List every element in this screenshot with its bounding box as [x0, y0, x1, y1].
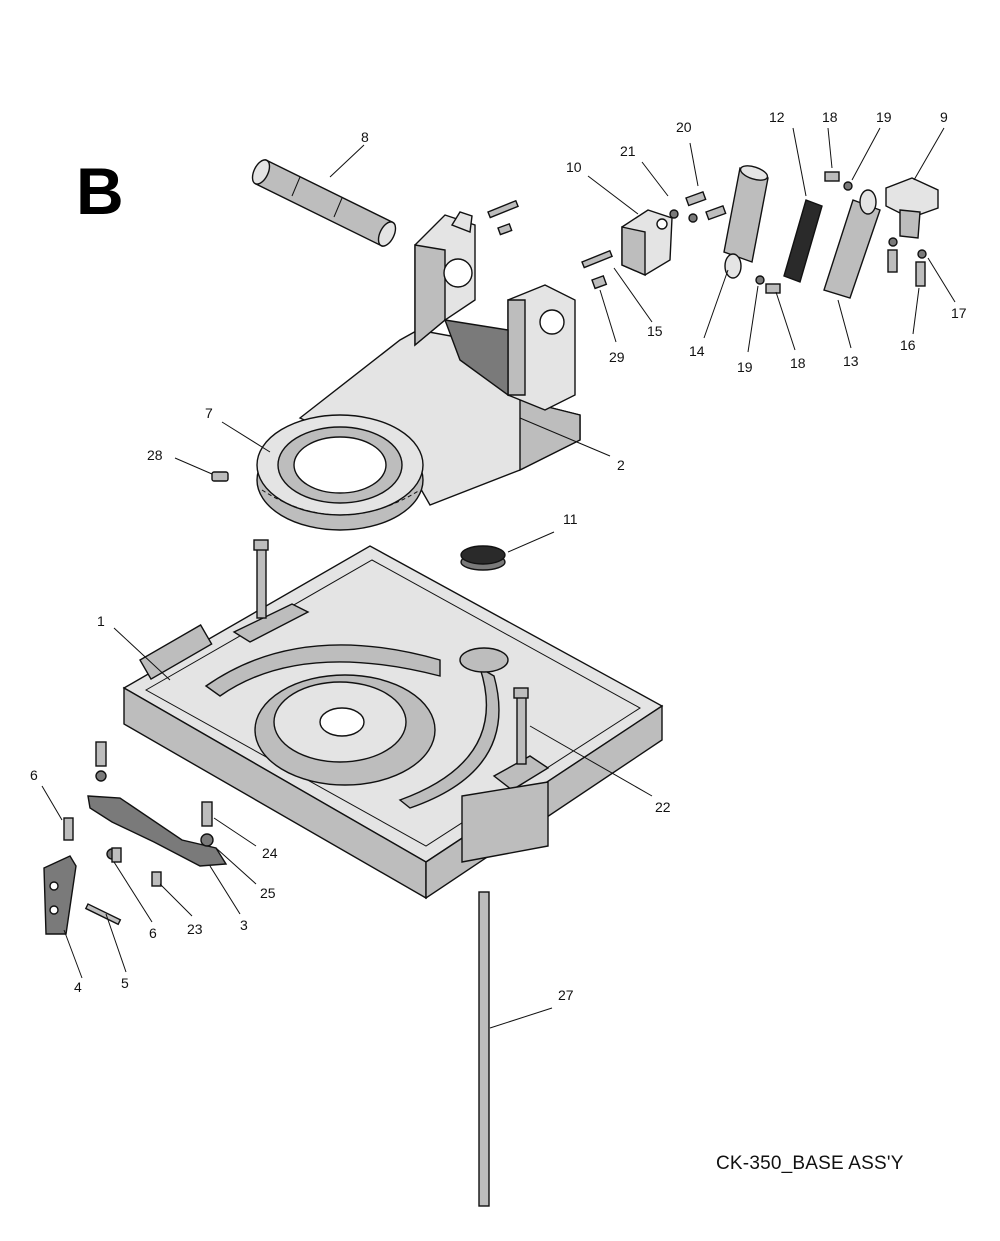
callout-10: 10: [566, 159, 582, 175]
callout-5: 5: [121, 975, 129, 991]
callout-27: 27: [558, 987, 574, 1003]
callout-1: 1: [97, 613, 105, 629]
part-4-stop-bracket: [43, 855, 77, 935]
part-1-base: [122, 545, 664, 900]
callout-24: 24: [262, 845, 278, 861]
part-20-bolts: [685, 190, 727, 221]
callout-12: 12: [769, 109, 785, 125]
part-28-set-screw: [211, 471, 229, 482]
callout-16: 16: [900, 337, 916, 353]
part-12-spring: [783, 199, 823, 283]
callout-23: 23: [187, 921, 203, 937]
callout-21: 21: [620, 143, 636, 159]
callout-19: 19: [876, 109, 892, 125]
part-14-spring-tube: [723, 165, 769, 279]
part-13-spring-tube: [823, 189, 881, 299]
callout-8: 8: [361, 129, 369, 145]
part-7-turntable-ring: [256, 414, 424, 531]
part-11-cap: [460, 545, 506, 571]
callout-14: 14: [689, 343, 705, 359]
part-5-pin: [84, 903, 122, 926]
callout-13: 13: [843, 353, 859, 369]
callout-6: 6: [149, 925, 157, 941]
part-21-washers: [669, 209, 698, 223]
part-top-bolt: [487, 199, 519, 236]
callout-11: 11: [563, 511, 578, 527]
part-3-stop-plate: [87, 795, 228, 867]
callout-7: 7: [205, 405, 213, 421]
part-18-19-fasteners: [755, 171, 853, 294]
callout-4: 4: [74, 979, 82, 995]
callout-numbers: 8 10 21 20 12 18 19 9 17 16 13 18 19 14 …: [30, 109, 967, 1003]
callout-9: 9: [940, 109, 948, 125]
part-10-clamp-block: [621, 209, 673, 277]
part-2-arm-bracket: [298, 211, 581, 506]
leader-lines: [41, 127, 956, 1029]
callout-19: 19: [737, 359, 753, 375]
callout-20: 20: [676, 119, 692, 135]
part-23-24-25-fasteners: [111, 801, 214, 887]
part-15-bolt: [581, 249, 613, 269]
callout-17: 17: [951, 305, 967, 321]
callout-2: 2: [617, 457, 625, 473]
drawing-caption: CK-350_BASE ASS'Y: [716, 1153, 904, 1174]
callout-6: 6: [30, 767, 38, 783]
callout-28: 28: [147, 447, 163, 463]
callout-18: 18: [822, 109, 838, 125]
part-29-nut: [591, 274, 608, 290]
part-9-spring-bracket: [885, 177, 939, 287]
callout-29: 29: [609, 349, 625, 365]
callout-15: 15: [647, 323, 663, 339]
callout-3: 3: [240, 917, 248, 933]
callout-22: 22: [655, 799, 671, 815]
part-8-pivot-shaft: [251, 159, 397, 247]
part-22-long-bolts: [253, 539, 529, 765]
callout-25: 25: [260, 885, 276, 901]
section-letter: B: [76, 154, 124, 228]
part-27-rod: [478, 891, 490, 1207]
callout-18: 18: [790, 355, 806, 371]
